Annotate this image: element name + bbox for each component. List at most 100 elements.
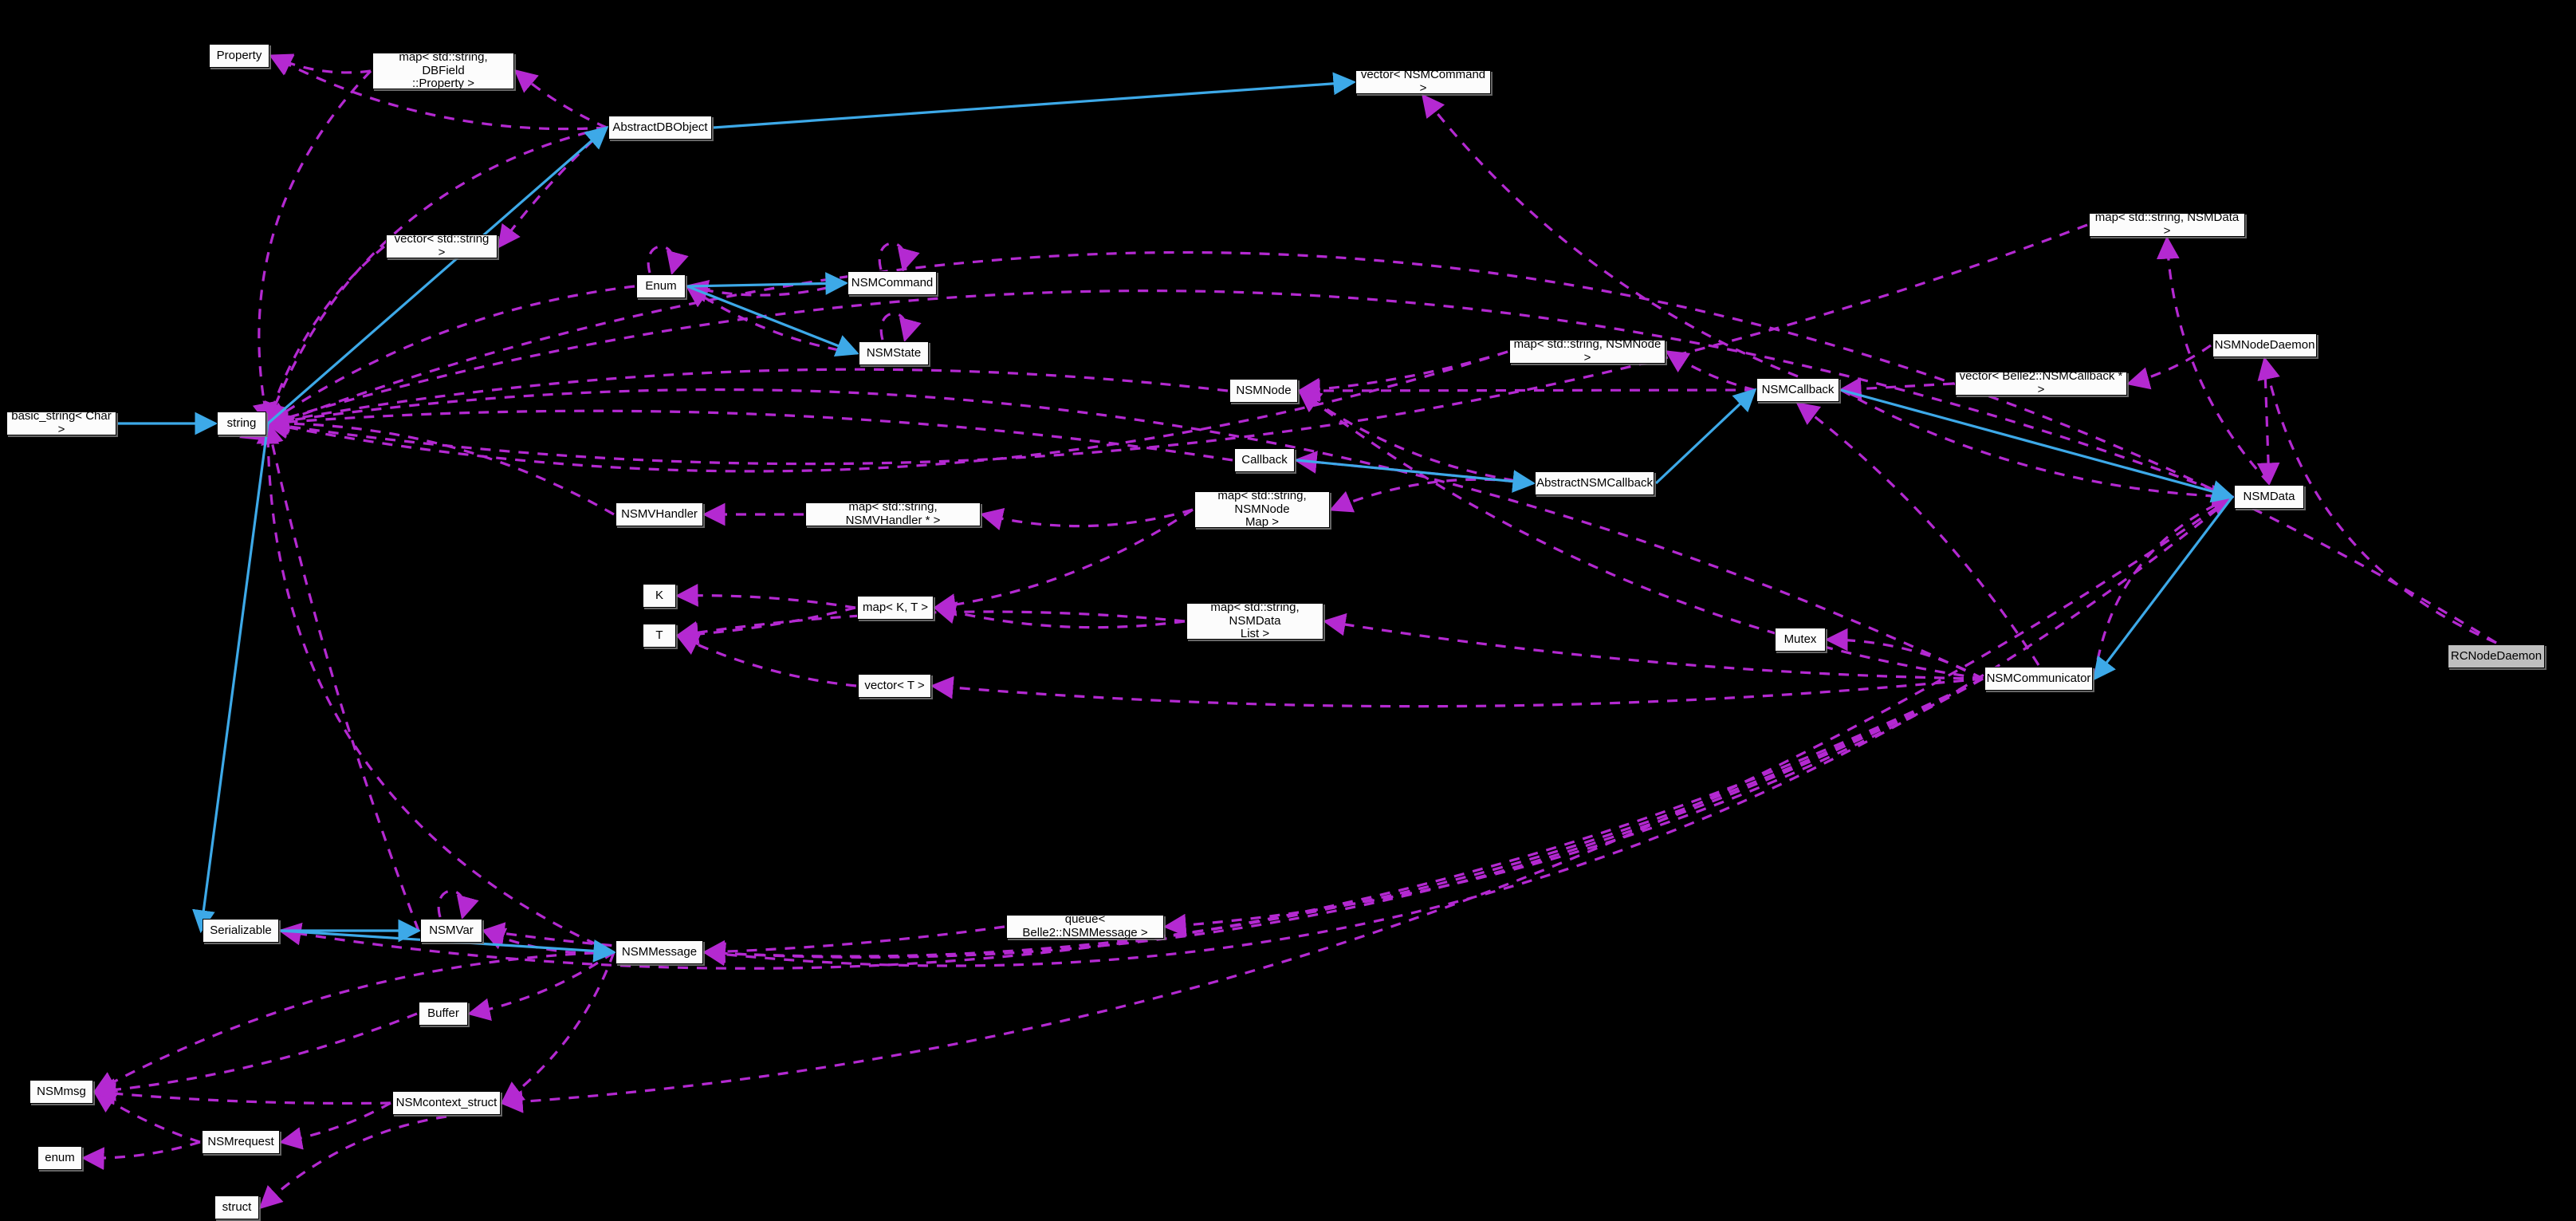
edge-nsmdata-to-map_nsmdata [2156, 235, 2271, 485]
class-node-nsmvar[interactable]: NSMVar [420, 919, 482, 943]
edge-nsmdata-to-nsmcontext [499, 495, 2233, 1113]
class-node-label: NSMCommunicator [1986, 671, 2091, 685]
edge-nsmnode-to-string [265, 368, 1229, 431]
edge-callback-to-absnsmcallback [1296, 459, 1536, 493]
class-node-label: map< std::string, NSMData > [2094, 211, 2240, 238]
edge-queue_nsmmsg-to-nsmmessage [702, 925, 1005, 963]
class-node-label: NSMCommand [851, 275, 934, 289]
edge-enum_cls-to-nsmstate [686, 285, 859, 357]
edge-nsmcommand-to-nsmcommand [878, 242, 920, 273]
class-node-label: NSMVHandler [621, 506, 698, 521]
edge-vec_t-to-t_cls [675, 633, 857, 687]
class-node-label: vector< std::string > [394, 232, 490, 259]
class-node-map_nsmnodemap[interactable]: map< std::string, NSMNode Map > [1194, 488, 1330, 530]
edge-nsmcommunicator-to-mutex [1824, 628, 1984, 680]
edge-nsmmessage-to-nsmmsg [92, 951, 615, 1093]
class-node-struct_low[interactable]: struct [214, 1195, 259, 1219]
class-node-nsmmsg[interactable]: NSMmsg [29, 1080, 93, 1104]
edge-map_nsmdata-to-string [265, 223, 2088, 466]
edge-string-to-absdbobject [266, 125, 609, 425]
class-node-label: map< std::string, NSMNode > [1513, 337, 1662, 364]
class-node-map_dbfield[interactable]: map< std::string, DBField ::Property > [372, 49, 514, 91]
class-node-basic_string[interactable]: basic_string< Char > [6, 409, 116, 436]
usage-edges [81, 53, 2497, 1210]
edge-nsmvar-to-string [261, 420, 420, 932]
edge-map_nsmnode-to-string [265, 350, 1508, 473]
class-node-label: AbstractDBObject [612, 120, 708, 134]
class-node-nsmstate[interactable]: NSMState [859, 341, 929, 365]
class-node-nsmcallback[interactable]: NSMCallback [1756, 378, 1839, 402]
edge-nsmcallback-to-nsmdata [1840, 388, 2236, 503]
edge-map_kt-to-t_cls [674, 606, 856, 646]
edge-map_kt-to-k_cls [674, 584, 856, 609]
class-node-label: NSMCallback [1761, 382, 1835, 396]
class-node-buffer[interactable]: Buffer [419, 1002, 468, 1026]
class-node-label: queue< Belle2::NSMMessage > [1022, 912, 1148, 939]
class-node-string[interactable]: string [217, 412, 266, 435]
class-node-vec_nsmcommand[interactable]: vector< NSMCommand > [1355, 68, 1491, 95]
class-node-enum_low[interactable]: enum [37, 1146, 82, 1170]
edge-nsmcommunicator-to-nsmnode [1297, 389, 1984, 680]
class-node-label: map< std::string, DBField ::Property > [399, 49, 488, 91]
class-node-label: Enum [645, 278, 677, 293]
class-node-nsmmessage[interactable]: NSMMessage [615, 940, 703, 964]
edge-nsmcontext-to-struct_low [258, 1115, 447, 1210]
edge-vec_nsmcallback-to-nsmcallback [1838, 377, 1954, 400]
class-node-label: Callback [1241, 452, 1288, 467]
class-node-label: map< std::string, NSMData List > [1210, 600, 1300, 641]
class-node-property[interactable]: Property [209, 44, 269, 68]
class-node-enum_cls[interactable]: Enum [636, 274, 686, 298]
class-node-nsmcommand[interactable]: NSMCommand [848, 271, 937, 295]
edge-map_nsmdatalist-to-map_kt [932, 601, 1186, 629]
class-node-label: vector< NSMCommand > [1360, 68, 1486, 95]
class-node-map_nsmdata[interactable]: map< std::string, NSMData > [2089, 211, 2245, 238]
class-node-label: vector< T > [864, 678, 925, 692]
class-node-label: Buffer [427, 1006, 459, 1020]
class-node-label: T [655, 628, 663, 642]
edge-absdbobject-to-vec_stdstring [498, 126, 608, 249]
class-node-vec_t[interactable]: vector< T > [858, 674, 931, 698]
edge-vec_stdstring-to-string [262, 245, 386, 427]
class-node-vec_stdstring[interactable]: vector< std::string > [386, 232, 498, 259]
class-node-absdbobject[interactable]: AbstractDBObject [608, 116, 712, 140]
class-node-nsmvhandler[interactable]: NSMVHandler [615, 502, 703, 526]
edge-absdbobject-to-string [264, 126, 608, 426]
class-node-map_nsmdatalist[interactable]: map< std::string, NSMData List > [1186, 600, 1323, 641]
edge-nsmdata-to-nsmmessage [702, 495, 2234, 967]
class-node-map_nsmnode[interactable]: map< std::string, NSMNode > [1509, 337, 1666, 364]
class-node-label: map< K, T > [863, 600, 928, 614]
class-node-callback[interactable]: Callback [1234, 448, 1295, 472]
class-node-absnsmcallback[interactable]: AbstractNSMCallback [1535, 471, 1654, 495]
class-node-map_kt[interactable]: map< K, T > [857, 596, 934, 620]
edge-callback-to-string [265, 409, 1233, 462]
class-node-label: NSMState [866, 345, 922, 360]
class-node-queue_nsmmsg[interactable]: queue< Belle2::NSMMessage > [1006, 912, 1164, 939]
edge-nsmrequest-to-nsmmsg [92, 1090, 201, 1144]
class-node-nsmnodedaemon[interactable]: NSMNodeDaemon [2212, 333, 2317, 357]
class-node-nsmnode[interactable]: NSMNode [1229, 379, 1298, 403]
edge-enum_cls-to-string [265, 285, 635, 425]
class-node-label: K [655, 588, 663, 602]
edge-absdbobject-to-vec_nsmcommand [713, 72, 1357, 129]
class-node-nsmrequest[interactable]: NSMrequest [202, 1130, 280, 1154]
edge-map_nsmnode-to-nsmnode [1296, 350, 1508, 401]
class-node-nsmdata[interactable]: NSMData [2234, 485, 2304, 509]
edge-rcnodedaemon-to-nsmnodedaemon [2257, 356, 2497, 644]
class-node-label: NSMNode [1236, 383, 1292, 397]
edge-nsmcallback-to-nsmnode [1296, 379, 1756, 403]
class-node-rcnodedaemon[interactable]: RCNodeDaemon [2448, 644, 2545, 668]
edge-nsmcommunicator-to-nsmmessage [702, 677, 1984, 965]
class-node-vec_nsmcallback[interactable]: vector< Belle2::NSMCallback * > [1955, 369, 2127, 396]
class-node-map_nsmvhandler[interactable]: map< std::string, NSMVHandler * > [805, 500, 981, 527]
class-node-label: map< std::string, NSMNode Map > [1217, 488, 1307, 530]
edge-nsmcontext-to-nsmrequest [278, 1101, 391, 1150]
class-node-label: NSMVar [429, 923, 474, 937]
class-node-k_cls[interactable]: K [643, 584, 676, 608]
edge-nsmnodedaemon-to-vec_nsmcallback [2126, 344, 2212, 390]
class-node-serializable[interactable]: Serializable [203, 919, 279, 943]
edge-enum_cls-to-enum_cls [647, 245, 689, 276]
class-node-mutex[interactable]: Mutex [1775, 628, 1826, 652]
class-node-nsmcontext[interactable]: NSMcontext_struct [392, 1091, 501, 1115]
class-node-t_cls[interactable]: T [643, 624, 676, 648]
class-node-nsmcommunicator[interactable]: NSMCommunicator [1984, 667, 2093, 691]
